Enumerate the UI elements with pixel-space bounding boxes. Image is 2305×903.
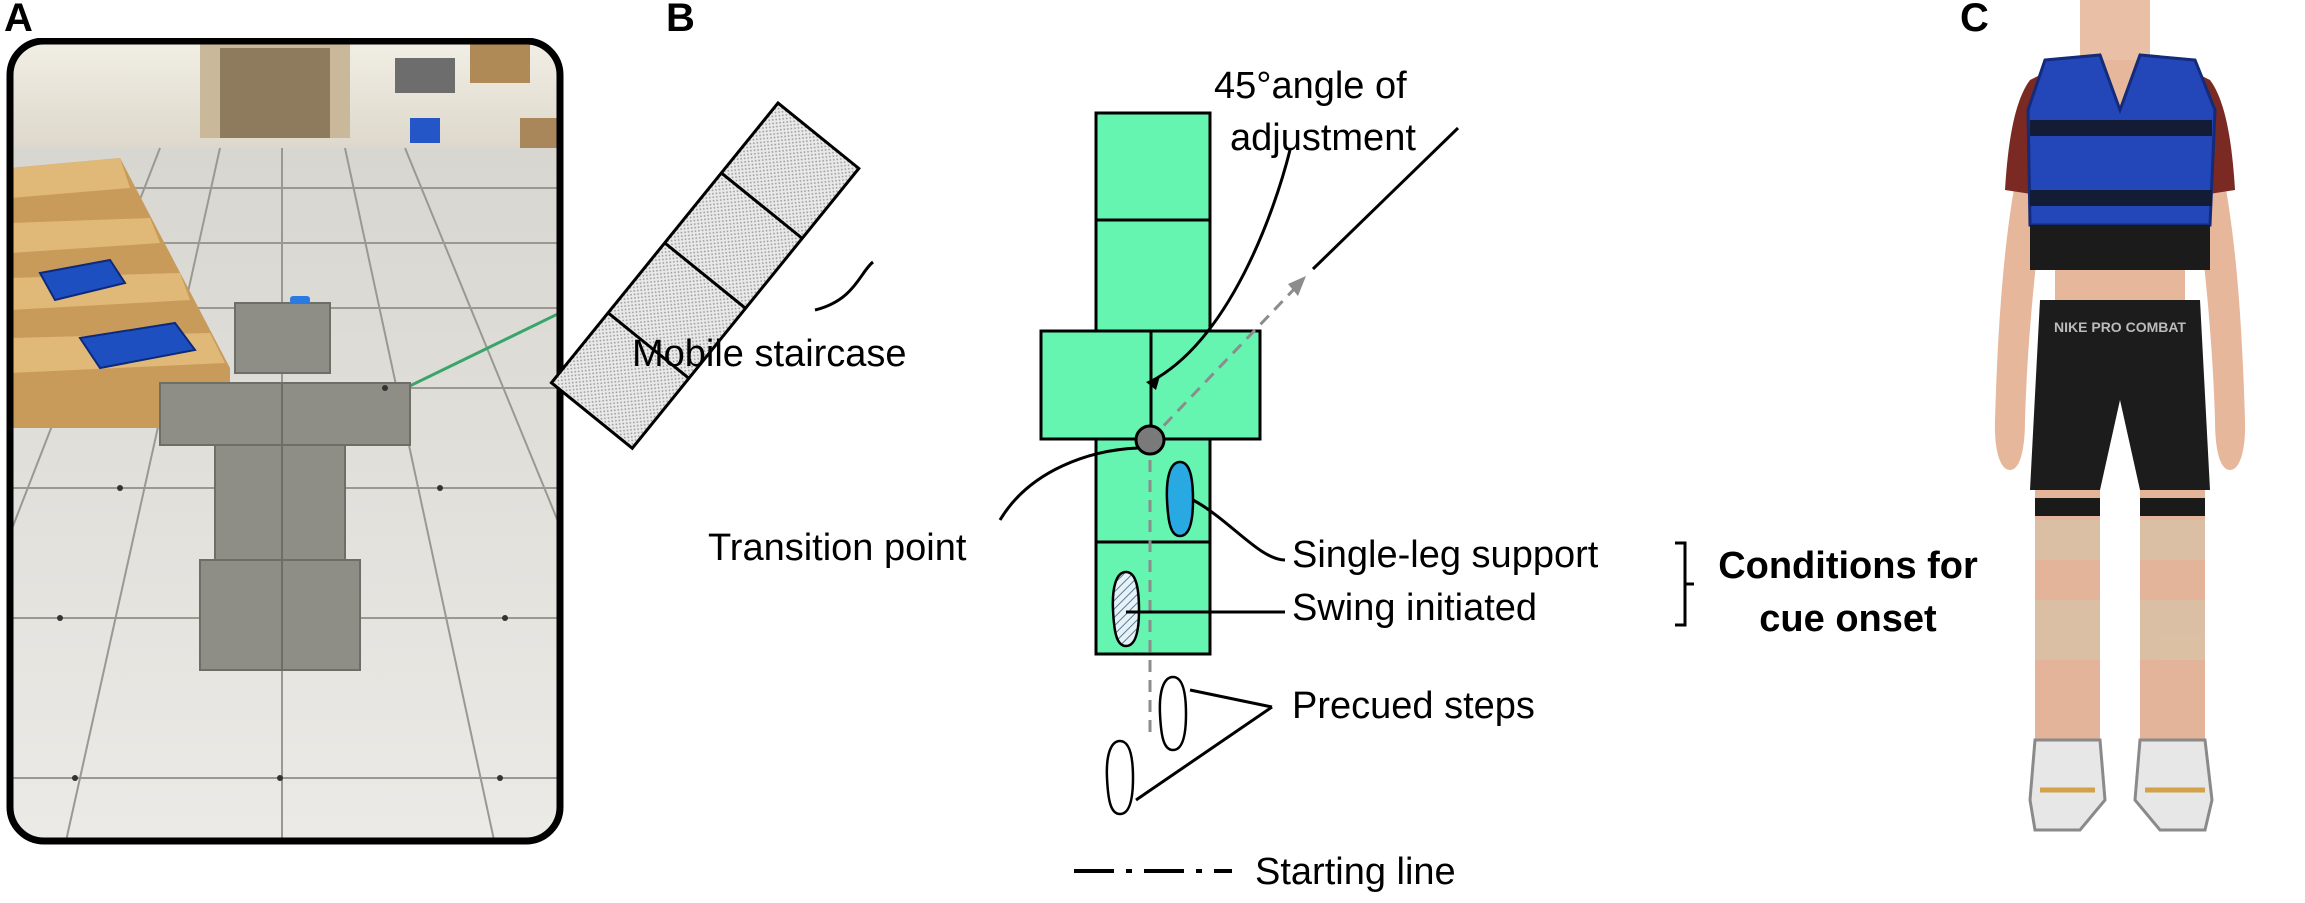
transition-point-marker [1134, 424, 1166, 456]
green-walkway [1039, 111, 1262, 656]
starting-line-label: Starting line [1255, 851, 1456, 893]
lab-photo [6, 38, 564, 845]
single-leg-support-label: Single-leg support [1292, 534, 1599, 576]
panel-label-c: C [1960, 0, 1989, 40]
angle-label-2: adjustment [1230, 117, 1416, 159]
shorts-brand-text: NIKE PRO COMBAT [2054, 319, 2186, 335]
staircase-leader-line [814, 260, 874, 312]
participant-figure: NIKE PRO COMBAT [1994, 0, 2246, 832]
swing-foot [1111, 570, 1141, 648]
swing-initiated-label: Swing initiated [1292, 587, 1537, 629]
precued-foot-2 [1105, 739, 1135, 816]
conditions-label-1: Conditions for [1718, 545, 1978, 587]
precued-steps-label: Precued steps [1292, 685, 1535, 727]
conditions-label-2: cue onset [1759, 598, 1937, 640]
panel-label-a: A [4, 0, 33, 40]
angle-label-1: 45°angle of [1214, 65, 1407, 107]
adjustment-path [1148, 283, 1300, 442]
single-leg-foot [1165, 460, 1195, 538]
precued-foot-1 [1158, 675, 1188, 752]
direction-line [1311, 126, 1460, 271]
mobile-staircase-label: Mobile staircase [632, 333, 907, 375]
mobile-staircase-blocks [549, 100, 861, 451]
transition-point-label: Transition point [708, 527, 967, 569]
panel-label-b: B [666, 0, 695, 40]
